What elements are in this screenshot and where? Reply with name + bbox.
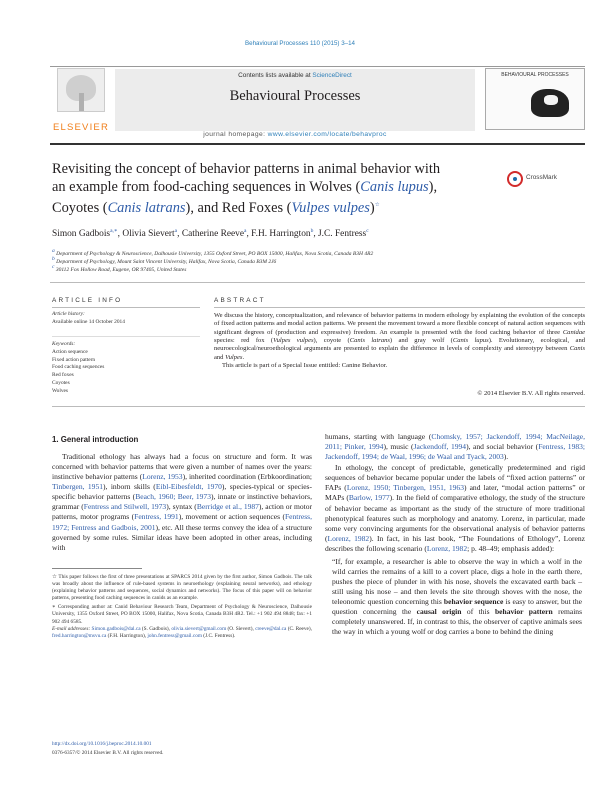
body-paragraph: humans, starting with language (Chomsky,… xyxy=(325,432,585,462)
keyword: Action sequence xyxy=(52,349,88,355)
keyword: Coyotes xyxy=(52,379,70,386)
title-line-1: Revisiting the concept of behavior patte… xyxy=(52,161,441,177)
abstract-text: We discuss the history, conceptualizatio… xyxy=(214,312,585,370)
history-label: Article history: xyxy=(52,311,85,317)
corresponding-author-note: ∗ Corresponding author at: Canid Behavio… xyxy=(52,604,312,625)
homepage-prefix: journal homepage: xyxy=(203,131,268,138)
special-issue-note: This article is part of a Special Issue … xyxy=(222,362,388,370)
affiliation-b: b Department of Psychology, Mount Saint … xyxy=(52,256,277,265)
citation-link[interactable]: Berridge et al., 1987 xyxy=(196,502,259,512)
email-link[interactable]: olivia.sievert@gmail.com xyxy=(171,625,227,632)
keyword: Food caching sequences xyxy=(52,364,105,371)
abstract-heading: ABSTRACT xyxy=(214,297,266,304)
header-rule-top xyxy=(50,66,585,67)
citation-link[interactable]: Fentress, 1983; Jackendoff, 1994; de Waa… xyxy=(325,442,585,462)
keyword: Fixed action pattern xyxy=(52,356,96,363)
cover-title: BEHAVIOURAL PROCESSES xyxy=(501,72,569,78)
email-link[interactable]: creeve@dal.ca xyxy=(255,625,287,632)
contents-prefix: Contents lists available at xyxy=(238,72,313,79)
body-right-column: humans, starting with language (Chomsky,… xyxy=(325,432,585,639)
article-title: Revisiting the concept of behavior patte… xyxy=(52,161,441,216)
keywords-label: Keywords: xyxy=(52,341,76,347)
header-rule-bottom xyxy=(50,143,585,145)
crossmark-label: CrossMark xyxy=(526,174,557,181)
abstract-paragraph: We discuss the history, conceptualizatio… xyxy=(214,312,585,361)
affiliation-c: c 30112 Fox Hollow Road, Eugene, OR 9740… xyxy=(52,264,187,273)
journal-name: Behavioural Processes xyxy=(229,88,361,104)
contents-available-line: Contents lists available at ScienceDirec… xyxy=(115,72,475,79)
citation-link[interactable]: Beach, 1960; Beer, 1973 xyxy=(135,492,211,502)
citation-link[interactable]: Barlow, 1977 xyxy=(348,493,390,503)
divider xyxy=(52,336,200,337)
author-name: Catherine Reeve xyxy=(181,229,245,240)
keywords-list: Action sequence Fixed action pattern Foo… xyxy=(52,349,104,395)
elsevier-tree-logo xyxy=(52,68,110,130)
citation-link[interactable]: Lorenz, 1953 xyxy=(142,472,183,482)
email-link[interactable]: Simon.gadbois@dal.ca xyxy=(91,625,141,632)
tree-icon xyxy=(57,68,105,112)
citation-link[interactable]: Lorenz, 1982 xyxy=(426,543,468,553)
doi-link[interactable]: http://dx.doi.org/10.1016/j.beproc.2014.… xyxy=(52,741,152,747)
footnote-rule xyxy=(52,568,142,569)
keyword: Wolves xyxy=(52,387,69,394)
sciencedirect-link[interactable]: ScienceDirect xyxy=(312,72,352,79)
author-name: Simon Gadbois xyxy=(52,229,111,240)
divider xyxy=(52,307,200,308)
email-link[interactable]: john.fentress@gmail.com xyxy=(147,632,202,639)
citation-link[interactable]: Jackendoff, 1994 xyxy=(413,442,467,452)
author-name: F.H. Harrington xyxy=(251,229,311,240)
intro-paragraph: Traditional ethology has always had a fo… xyxy=(52,452,313,552)
divider xyxy=(52,406,585,407)
publisher-name: ELSEVIER xyxy=(52,122,110,133)
author-name: Olivia Sievert xyxy=(122,229,175,240)
crossmark-badge[interactable]: CrossMark xyxy=(507,171,579,187)
keyword: Red foxes xyxy=(52,372,74,379)
author-name: J.C. Fentress xyxy=(318,229,367,240)
email-link[interactable]: fred.harrington@msvu.ca xyxy=(52,632,107,639)
abstract-copyright: © 2014 Elsevier B.V. All rights reserved… xyxy=(477,390,585,397)
citation-link[interactable]: Chomsky, 1957; Jackendoff, 1994; MacNeil… xyxy=(325,432,585,452)
section-heading: 1. General introduction xyxy=(52,435,139,444)
divider xyxy=(214,307,585,308)
dog-image-highlight xyxy=(544,95,558,105)
email-addresses: E-mail addresses: Simon.gadbois@dal.ca (… xyxy=(52,625,312,639)
title-footnote: ☆ This paper follows the first of three … xyxy=(52,574,312,602)
homepage-link[interactable]: www.elsevier.com/locate/behavproc xyxy=(267,131,387,138)
author-list: Simon Gadboisa,∗, Olivia Sieverta, Cathe… xyxy=(52,228,369,240)
crossmark-icon xyxy=(507,171,523,187)
journal-homepage-line: journal homepage: www.elsevier.com/locat… xyxy=(115,131,475,138)
citation-link[interactable]: Fentress and Stilwell, 1973 xyxy=(83,502,167,512)
citation-link[interactable]: Fentress, 1991 xyxy=(134,512,179,522)
citation-link[interactable]: Lorenz, 1982 xyxy=(327,533,370,543)
block-quote: “If, for example, a researcher is able t… xyxy=(332,556,583,637)
issn-line: 0376-6357/© 2014 Elsevier B.V. All right… xyxy=(52,750,164,756)
citation-link[interactable]: Fentress, 1972; Fentress and Gadbois, 20… xyxy=(52,512,312,532)
title-footnote-marker[interactable]: ☆ xyxy=(374,202,380,208)
journal-header-band xyxy=(115,69,475,131)
history-value: Available online 14 October 2014 xyxy=(52,319,125,325)
body-left-column: Traditional ethology has always had a fo… xyxy=(52,452,312,553)
affiliation-a: a Department of Psychology & Neuroscienc… xyxy=(52,248,374,257)
divider xyxy=(50,282,585,283)
citation-link[interactable]: Eibl-Eibesfeldt, 1970 xyxy=(155,482,222,492)
body-paragraph: In ethology, the concept of predictable,… xyxy=(325,463,585,553)
article-info-heading: ARTICLE INFO xyxy=(52,297,123,304)
journal-citation[interactable]: Behavioural Processes 110 (2015) 3–14 xyxy=(245,40,355,47)
footnotes: ☆ This paper follows the first of three … xyxy=(52,574,312,642)
journal-cover-thumbnail: BEHAVIOURAL PROCESSES xyxy=(485,68,585,130)
citation-link[interactable]: Lorenz, 1950; Tinbergen, 1951, 1963 xyxy=(346,483,464,493)
citation-link[interactable]: Tinbergen, 1951 xyxy=(52,482,104,492)
